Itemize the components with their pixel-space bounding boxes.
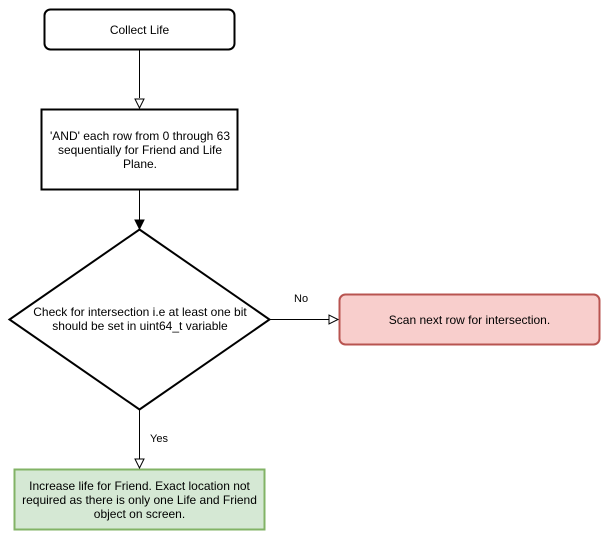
and-rows-label: 'AND' each row from 0 through 63 sequent… <box>50 128 230 171</box>
arrowhead-check-to-scan <box>328 314 340 325</box>
arrowhead-check-to-increase <box>134 458 145 470</box>
edge-label-yes: Yes <box>150 433 168 445</box>
arrowhead-collect-to-and <box>134 98 145 110</box>
scan-next-row-label: Scan next row for intersection. <box>388 312 551 327</box>
collect-life-label: Collect Life <box>109 22 170 37</box>
edge-label-no: No <box>294 293 309 305</box>
increase-life-label: Increase life for Friend. Exact location… <box>22 478 257 521</box>
collect-life-box[interactable] <box>43 8 236 51</box>
check-intersection-diamond[interactable] <box>7 228 272 411</box>
arrowhead-and-to-check <box>134 219 145 231</box>
scan-next-row-box[interactable] <box>338 293 601 346</box>
increase-life-box[interactable] <box>13 468 266 531</box>
and-rows-box[interactable] <box>40 108 239 191</box>
check-intersection-label: Check for intersection i.e at least one … <box>33 305 247 333</box>
